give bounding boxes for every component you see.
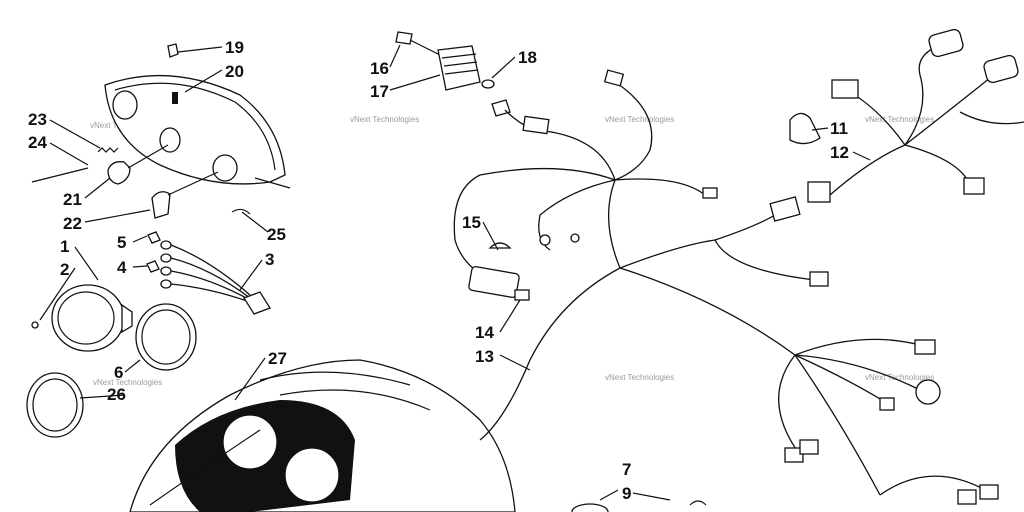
callout-26: 26 <box>107 385 126 404</box>
callout-23: 23 <box>28 110 47 129</box>
callout-22: 22 <box>63 214 82 233</box>
voltage-regulator <box>395 31 511 117</box>
dash-pod <box>129 359 516 512</box>
callout-24: 24 <box>28 133 47 152</box>
watermark: vNext Technologies <box>865 373 934 382</box>
callout-3: 3 <box>265 250 274 269</box>
watermark: vNext Technologies <box>865 115 934 124</box>
leader-lines <box>39 44 871 501</box>
bottom-parts <box>571 500 707 512</box>
callout-18: 18 <box>518 48 537 67</box>
callout-15: 15 <box>462 213 481 232</box>
callout-25: 25 <box>267 225 286 244</box>
headlight-assembly <box>31 43 291 219</box>
callout-27: 27 <box>268 349 287 368</box>
callout-4: 4 <box>117 258 127 277</box>
main-harness <box>453 44 1024 496</box>
callout-7: 7 <box>622 460 631 479</box>
callout-9: 9 <box>622 484 631 503</box>
callout-21: 21 <box>63 190 82 209</box>
callout-11: 11 <box>830 119 848 138</box>
watermark: vNext Technologies <box>605 373 674 382</box>
callout-12: 12 <box>830 143 849 162</box>
callout-14: 14 <box>475 323 494 342</box>
gauge-assembly <box>26 231 271 438</box>
callout-2: 2 <box>60 260 69 279</box>
callout-5: 5 <box>117 233 126 252</box>
callout-19: 19 <box>225 38 244 57</box>
callout-13: 13 <box>475 347 494 366</box>
callout-17: 17 <box>370 82 389 101</box>
callout-1: 1 <box>60 237 69 256</box>
connectors <box>468 28 1019 505</box>
callout-20: 20 <box>225 62 244 81</box>
watermark: vNext Technologies <box>350 115 419 124</box>
watermark: vNext Technologies <box>605 115 674 124</box>
callout-labels: 1 2 3 4 5 6 7 9 11 12 13 14 15 16 17 18 … <box>28 38 849 503</box>
callout-6: 6 <box>114 363 123 382</box>
watermark: vNext Technologies <box>93 378 162 387</box>
callout-16: 16 <box>370 59 389 78</box>
